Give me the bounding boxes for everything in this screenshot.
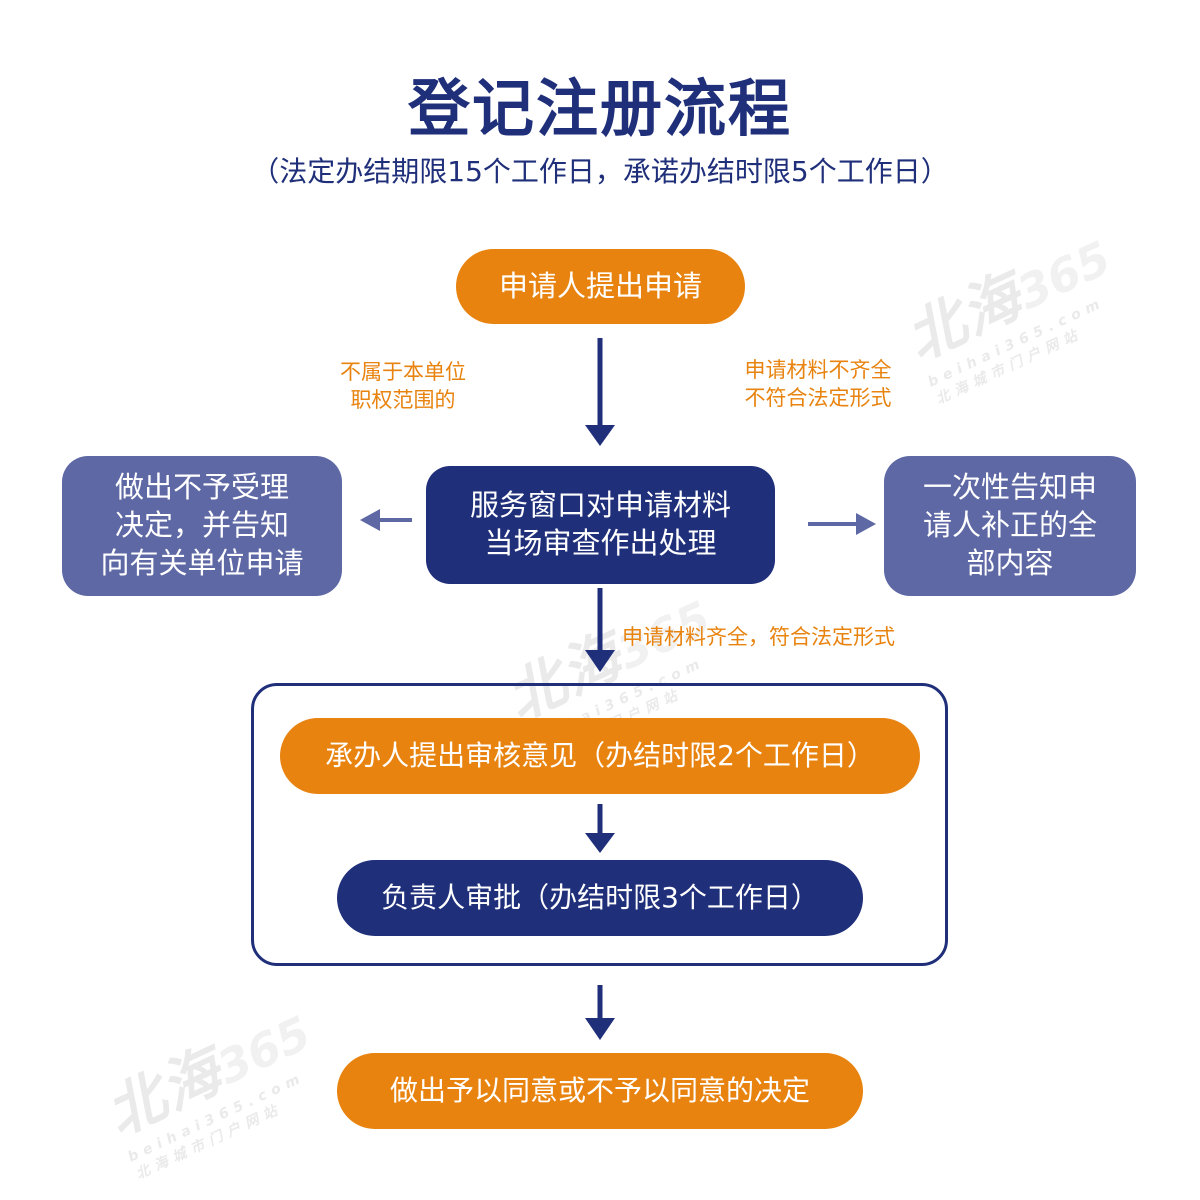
note-complete: 申请材料齐全，符合法定形式 xyxy=(622,625,895,649)
node-notify: 一次性告知申 请人补正的全 部内容 xyxy=(884,456,1136,596)
arrow-review-to-notify xyxy=(808,513,876,535)
arrow-approve-to-decision xyxy=(585,985,615,1040)
arrow-opinion-to-approve xyxy=(585,804,615,853)
node-opinion: 承办人提出审核意见（办结时限2个工作日） xyxy=(280,718,920,794)
node-approve: 负责人审批（办结时限3个工作日） xyxy=(337,860,863,936)
arrow-review-to-opinion xyxy=(585,588,615,672)
approval-group-frame xyxy=(251,683,948,966)
arrow-apply-to-review xyxy=(585,338,615,446)
page-subtitle: （法定办结期限15个工作日，承诺办结时限5个工作日） xyxy=(251,155,949,188)
arrow-review-to-reject xyxy=(360,509,412,531)
page-title: 登记注册流程 xyxy=(407,72,792,145)
node-review: 服务窗口对申请材料 当场审查作出处理 xyxy=(426,466,775,584)
node-reject: 做出不予受理 决定，并告知 向有关单位申请 xyxy=(62,456,342,596)
node-apply: 申请人提出申请 xyxy=(456,249,745,324)
note-out-of-scope: 不属于本单位 职权范围的 xyxy=(340,360,466,413)
node-decision: 做出予以同意或不予以同意的决定 xyxy=(337,1053,863,1129)
note-incomplete: 申请材料不齐全 不符合法定形式 xyxy=(744,358,892,411)
